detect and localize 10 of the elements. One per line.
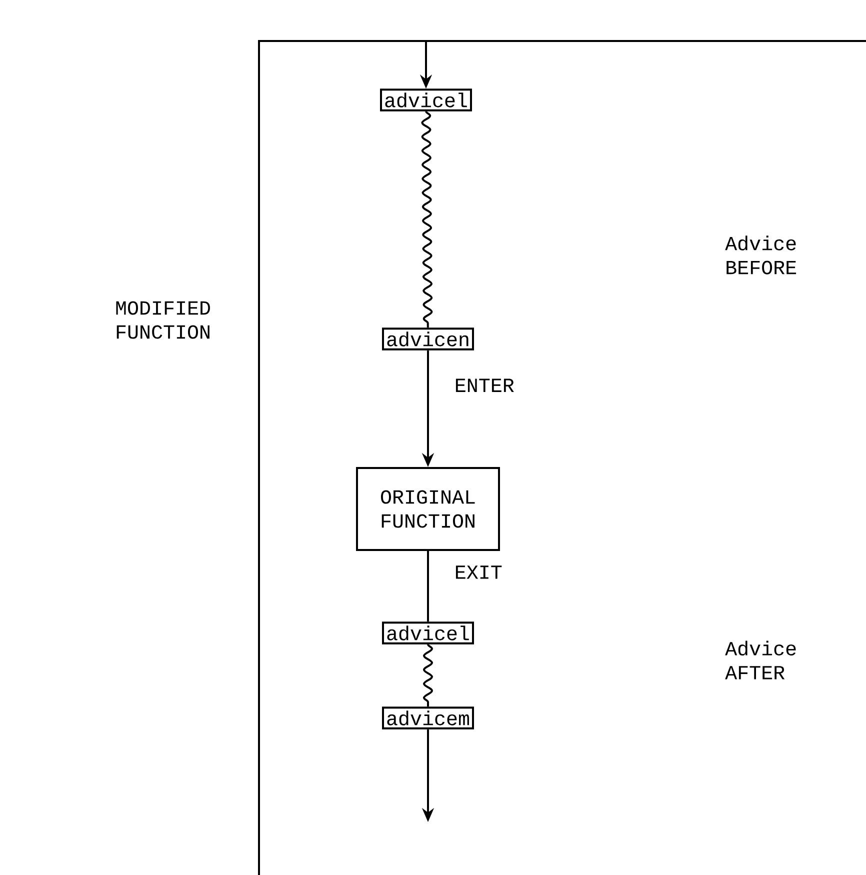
advice-box: advicel [382,622,474,644]
advice-box: advicen [382,328,474,350]
side-label: Advice AFTER [725,640,796,680]
advice-box: advicel [380,88,472,112]
side-label: Advice BEFORE [725,236,796,274]
edge-label: ENTER [452,376,516,394]
node-label: MODIFIED FUNCTION [116,301,210,339]
advice-box: advicem [382,706,474,730]
process-box: ORIGINAL FUNCTION [356,467,500,551]
edge-label: EXIT [452,564,504,581]
